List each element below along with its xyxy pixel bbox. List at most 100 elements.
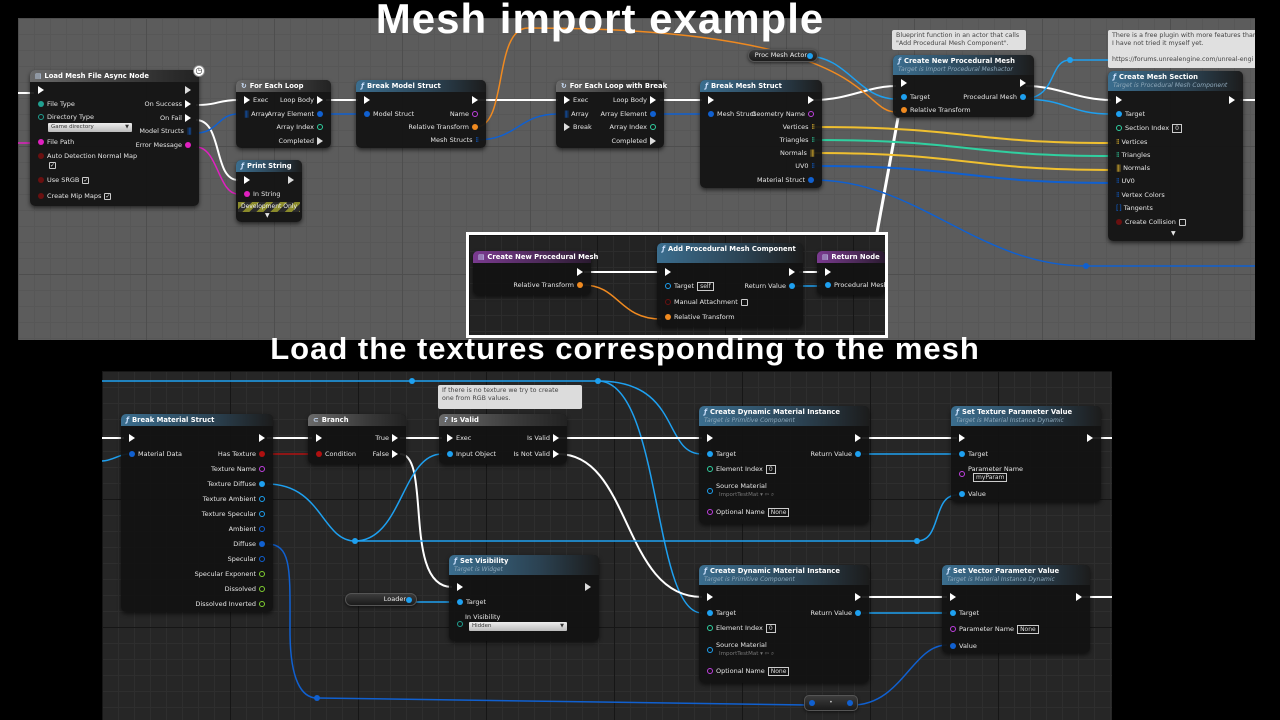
exec-out-pin[interactable] <box>789 268 795 276</box>
exec-in-pin[interactable] <box>901 79 907 87</box>
element-index-pin[interactable] <box>707 625 713 631</box>
in-visibility-pin[interactable] <box>457 621 463 627</box>
auto-normal-pin[interactable] <box>38 153 44 159</box>
name-pin[interactable] <box>472 111 478 117</box>
false-pin[interactable] <box>392 450 398 458</box>
proc-mesh-actor-pin[interactable] <box>807 53 813 59</box>
branch-node[interactable]: ⊂Branch Condition True False <box>308 414 406 464</box>
optional-name-pin[interactable] <box>707 668 713 674</box>
target-pin[interactable] <box>707 610 713 616</box>
triangles-pin[interactable]: ⁞⁞ <box>1116 150 1120 159</box>
value-pin[interactable] <box>959 491 965 497</box>
section-index-field[interactable]: 0 <box>1172 124 1182 133</box>
loader-variable[interactable]: Loader <box>345 593 417 606</box>
directory-type-pin[interactable] <box>38 114 44 120</box>
break-pin[interactable] <box>564 123 570 131</box>
on-success-pin[interactable] <box>185 100 191 108</box>
array-pin[interactable]: ||| <box>244 109 249 118</box>
use-srgb-pin[interactable] <box>38 177 44 183</box>
parameter-name-field[interactable]: myParam <box>973 473 1008 482</box>
inset-entry-node[interactable]: ▤Create New Procedural Mesh Relative Tra… <box>473 251 598 295</box>
uv0-pin[interactable]: ⁞⁞ <box>1116 176 1120 185</box>
source-material-dropdown[interactable]: ImportTestMat <box>719 492 759 498</box>
auto-normal-checkbox[interactable]: ✓ <box>49 161 56 169</box>
target-pin[interactable] <box>665 283 671 289</box>
is-not-valid-pin[interactable] <box>553 450 559 458</box>
section-index-pin[interactable] <box>1116 125 1122 131</box>
exec-in-pin[interactable] <box>38 86 44 94</box>
create-collision-pin[interactable] <box>1116 219 1122 225</box>
texture-specular-pin[interactable] <box>259 511 265 517</box>
function-graph-inset[interactable]: ▤Create New Procedural Mesh Relative Tra… <box>466 232 888 338</box>
vertices-pin[interactable]: ⁞⁞ <box>1116 137 1120 146</box>
vertex-colors-pin[interactable]: ⁞⁞ <box>1116 190 1120 199</box>
condition-pin[interactable] <box>316 451 322 457</box>
return-value-pin[interactable] <box>789 283 795 289</box>
element-index-field[interactable]: 0 <box>765 465 776 474</box>
exec-in-pin[interactable] <box>950 593 956 601</box>
normals-pin[interactable]: ||| <box>809 148 815 157</box>
target-pin[interactable] <box>457 599 463 605</box>
relative-transform-pin[interactable] <box>472 124 478 130</box>
exec-out-pin[interactable] <box>855 593 861 601</box>
exec-in-pin[interactable] <box>825 268 831 276</box>
exec-out-pin[interactable] <box>1087 434 1093 442</box>
ambient-pin[interactable] <box>259 526 265 532</box>
input-object-pin[interactable] <box>447 451 453 457</box>
relative-transform-pin[interactable] <box>901 107 907 113</box>
exec-in-pin[interactable] <box>364 96 370 104</box>
exec-out-pin[interactable] <box>855 434 861 442</box>
exec-in-pin[interactable] <box>457 583 463 591</box>
exec-out-pin[interactable] <box>1020 79 1026 87</box>
mesh-structs-pin[interactable]: ⁞⁞ <box>475 135 480 144</box>
target-pin[interactable] <box>959 451 965 457</box>
array-index-pin[interactable] <box>317 124 323 130</box>
procedural-mesh-pin[interactable] <box>825 282 831 288</box>
expand-arrow-icon[interactable]: ▼ <box>1171 230 1176 237</box>
exec-out-pin[interactable] <box>585 583 591 591</box>
exec-in-pin[interactable] <box>665 268 671 276</box>
mesh-import-graph[interactable]: ▤Load Mesh File Async Node ◷ File Type D… <box>18 18 1255 340</box>
struct-conversion-node[interactable]: • <box>804 695 858 711</box>
load-mesh-file-node[interactable]: ▤Load Mesh File Async Node ◷ File Type D… <box>30 65 205 206</box>
exec-in-pin[interactable] <box>707 593 713 601</box>
in-string-pin[interactable] <box>244 191 250 197</box>
exec-in-pin[interactable] <box>708 96 714 104</box>
source-material-dropdown[interactable]: ImportTestMat <box>719 651 759 657</box>
exec-in-pin[interactable] <box>316 434 322 442</box>
target-pin[interactable] <box>707 451 713 457</box>
exec-out-pin[interactable] <box>1076 593 1082 601</box>
value-pin[interactable] <box>950 643 956 649</box>
optional-name-field[interactable]: None <box>767 667 790 676</box>
create-mip-maps-checkbox[interactable]: ✓ <box>104 192 112 200</box>
material-struct-pin[interactable] <box>808 177 814 183</box>
vertices-pin[interactable]: ⁞⁞ <box>811 122 816 131</box>
triangles-pin[interactable]: ⁞⁞ <box>811 135 816 144</box>
model-structs-pin[interactable]: ||| <box>186 126 192 135</box>
file-type-pin[interactable] <box>38 101 44 107</box>
exec-out-pin[interactable] <box>185 86 191 94</box>
model-struct-pin[interactable] <box>364 111 370 117</box>
array-element-pin[interactable] <box>650 111 656 117</box>
manual-attachment-pin[interactable] <box>665 299 671 305</box>
create-mip-maps-pin[interactable] <box>38 193 44 199</box>
optional-name-field[interactable]: None <box>767 508 790 517</box>
parameter-name-pin[interactable] <box>959 471 965 477</box>
for-each-loop-node[interactable]: ↻For Each Loop Exec |||Array Loop Body A… <box>236 80 331 148</box>
directory-type-dropdown[interactable]: Game directory <box>48 123 132 132</box>
texture-name-pin[interactable] <box>259 466 265 472</box>
source-material-pin[interactable] <box>707 647 713 653</box>
parameter-name-field[interactable]: None <box>1017 625 1039 634</box>
is-valid-node[interactable]: ?Is Valid Exec Input Object Is Valid Is … <box>439 414 567 464</box>
